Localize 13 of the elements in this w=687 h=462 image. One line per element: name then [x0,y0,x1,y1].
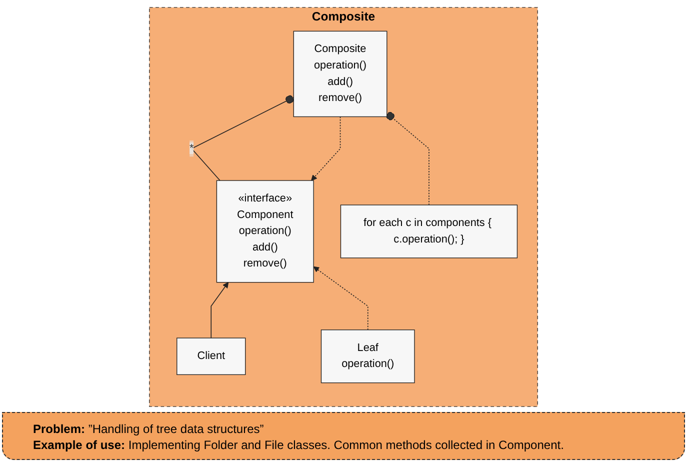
node-box: Client [176,338,246,375]
arrow [311,116,341,181]
arrow [210,282,229,338]
connector [191,95,294,181]
arrow [313,266,368,330]
note-text: Problem: ”Handling of tree data structures” [33,421,265,437]
edge-label: * [190,142,194,154]
node-box: Leaf operation() [320,330,415,384]
node-box: «interface» Component operation() add() remove() [216,180,314,283]
note-text: Example of use: Implementing Folder and File classes. Common methods collected in Component. [33,437,565,453]
node-box: Composite operation() add() remove() [293,30,388,118]
connector [386,112,430,206]
node-box: for each c in components { c.operation(); } [340,204,518,258]
